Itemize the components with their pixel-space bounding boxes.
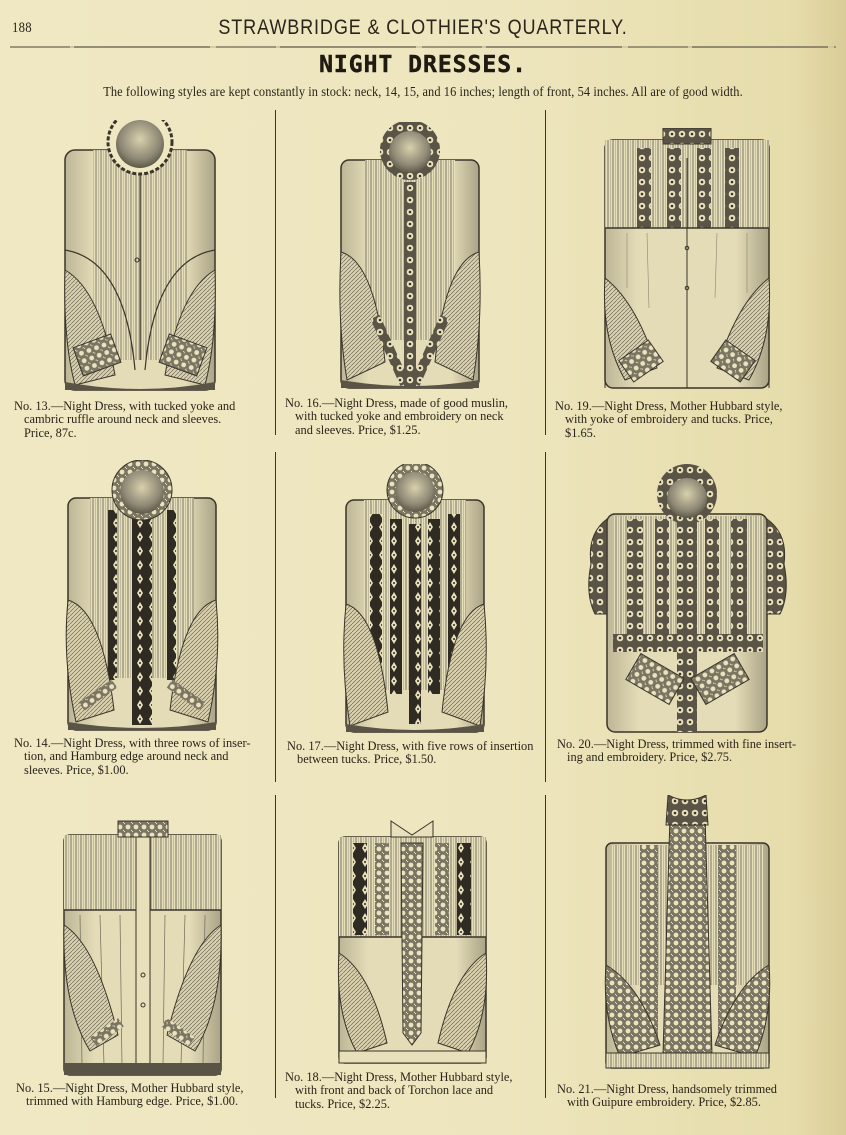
section-title: NIGHT DRESSES.: [319, 52, 527, 78]
night-dress-illustration: [335, 813, 490, 1065]
product-no-14: No. 14.—Night Dress, with three rows of …: [0, 452, 275, 782]
product-no-21: No. 21.—Night Dress, handsomely trimmed …: [545, 795, 846, 1109]
product-caption: No. 15.—Night Dress, Mother Hubbard styl…: [16, 1081, 244, 1109]
night-dress-illustration: [340, 464, 490, 736]
product-caption: No. 21.—Night Dress, handsomely trimmed …: [557, 1082, 777, 1110]
product-caption: No. 17.—Night Dress, with five rows of i…: [287, 739, 534, 767]
product-no-16: No. 16.—Night Dress, made of good muslin…: [275, 110, 545, 440]
product-caption: No. 13.—Night Dress, with tucked yoke an…: [14, 399, 236, 440]
column-divider: [545, 795, 546, 1098]
product-caption: No. 20.—Night Dress, trimmed with fine i…: [557, 737, 797, 765]
column-divider: [275, 795, 276, 1098]
column-divider: [545, 110, 546, 435]
product-caption: No. 14.—Night Dress, with three rows of …: [14, 736, 251, 777]
product-caption: No. 16.—Night Dress, made of good muslin…: [285, 396, 509, 437]
publication-title: STRAWBRIDGE & CLOTHIER'S QUARTERLY.: [218, 16, 628, 39]
night-dress-illustration: [60, 815, 225, 1077]
product-no-15: No. 15.—Night Dress, Mother Hubbard styl…: [0, 795, 275, 1108]
night-dress-illustration: [335, 122, 485, 390]
intro-text: The following styles are kept constantly…: [103, 84, 743, 99]
night-dress-illustration: [55, 120, 225, 392]
night-dress-illustration: [597, 128, 777, 390]
product-no-13: No. 13.—Night Dress, with tucked yoke an…: [0, 110, 275, 440]
product-no-19: No. 19.—Night Dress, Mother Hubbard styl…: [545, 110, 846, 440]
column-divider: [545, 452, 546, 782]
column-divider: [275, 452, 276, 782]
product-caption: No. 19.—Night Dress, Mother Hubbard styl…: [555, 399, 783, 440]
product-no-20: No. 20.—Night Dress, trimmed with fine i…: [545, 452, 846, 782]
night-dress-illustration: [600, 795, 775, 1070]
night-dress-illustration: [62, 460, 222, 734]
column-divider: [275, 110, 276, 435]
product-no-18: No. 18.—Night Dress, Mother Hubbard styl…: [275, 795, 545, 1111]
page-number: 188: [12, 20, 32, 36]
night-dress-illustration: [585, 464, 790, 736]
product-no-17: No. 17.—Night Dress, with five rows of i…: [275, 452, 545, 782]
product-caption: No. 18.—Night Dress, Mother Hubbard styl…: [285, 1070, 513, 1111]
header-rule: [10, 46, 836, 48]
